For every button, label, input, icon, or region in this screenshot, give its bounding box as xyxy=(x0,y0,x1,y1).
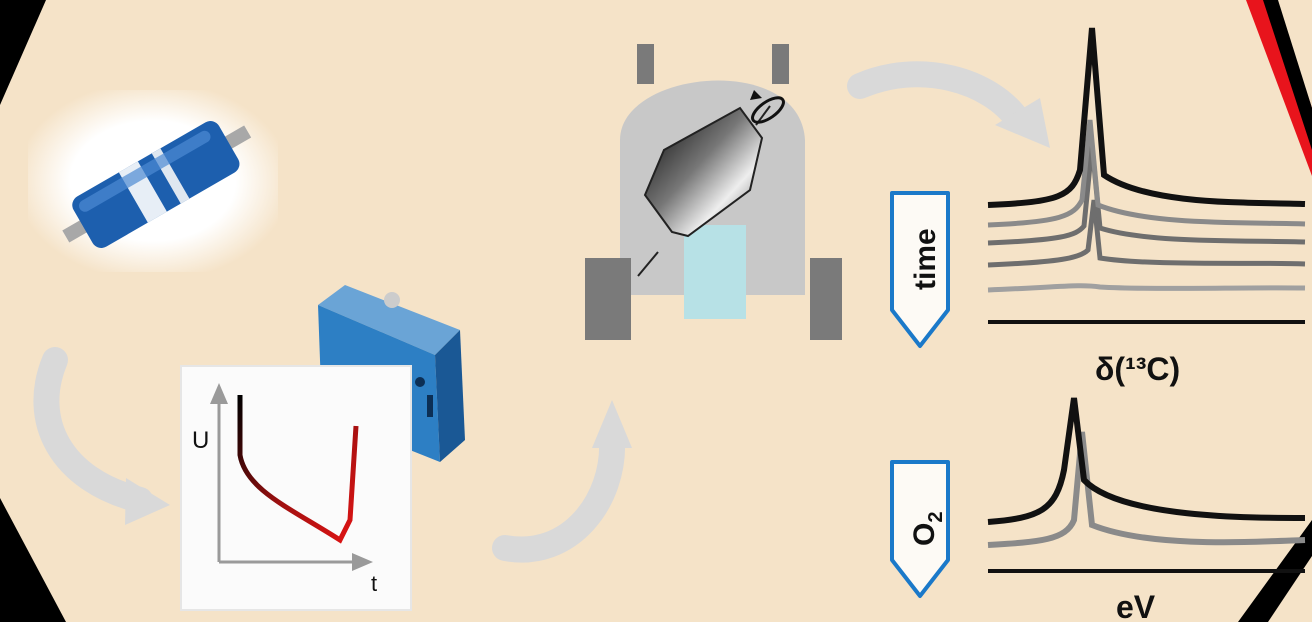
battery-image xyxy=(28,90,278,272)
magnet-foot-right xyxy=(810,258,842,340)
magnet-foot-left xyxy=(585,258,631,340)
magnet-post-right xyxy=(772,44,789,84)
magnet-post-left xyxy=(637,44,654,84)
potentiostat-knob xyxy=(384,292,400,308)
x-axis-label: t xyxy=(371,571,377,596)
time-tag-label: time xyxy=(909,228,942,290)
nmr-x-axis-label: δ(¹³C) xyxy=(1095,351,1180,387)
xps-x-axis-label: eV xyxy=(1116,589,1156,622)
nmr-spectrum-5 xyxy=(988,286,1305,290)
potentiostat-port xyxy=(427,395,433,417)
oxygen-tag-symbol: O xyxy=(908,523,941,546)
potentiostat-port xyxy=(415,377,425,387)
discharge-plot: U t xyxy=(181,366,411,610)
probe-insert xyxy=(684,225,746,319)
y-axis-label: U xyxy=(192,427,209,454)
oxygen-tag-subscript: 2 xyxy=(925,512,947,523)
